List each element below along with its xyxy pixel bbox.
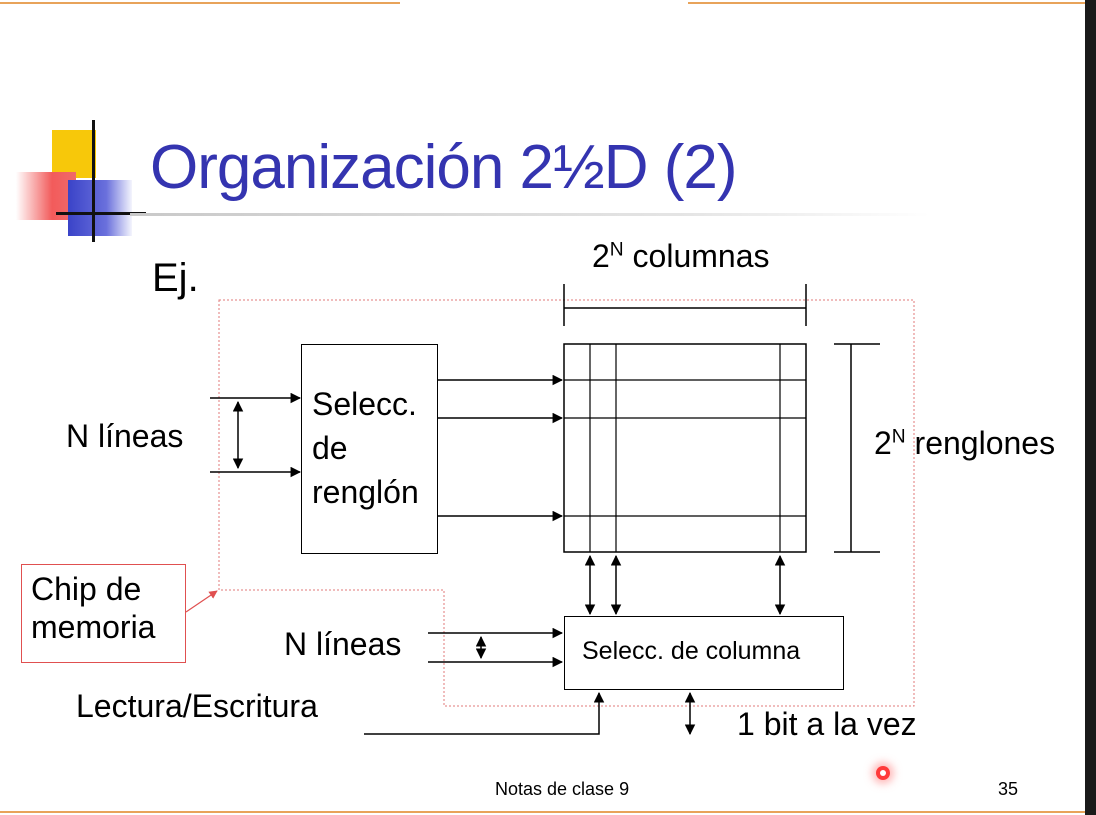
bottom-frame-line <box>0 811 1086 813</box>
rows-word: renglones <box>914 425 1056 461</box>
read-write-label: Lectura/Escritura <box>76 688 318 724</box>
chip-label-line-2: memoria <box>31 609 156 645</box>
top-frame-line-right <box>688 2 1086 4</box>
row-selector-line-1: Selecc. <box>312 386 417 422</box>
title-decoration-horizontal-line <box>56 212 146 215</box>
column-selector-label: Selecc. de columna <box>582 637 801 665</box>
slide-title: Organización 2½D (2) <box>150 133 737 202</box>
row-selector-line-2: de <box>312 430 348 466</box>
column-selector-box <box>564 616 844 690</box>
footer-notes: Notas de clase 9 <box>495 779 630 799</box>
chip-label-box <box>21 564 186 663</box>
window-edge <box>1085 0 1096 815</box>
row-selector-label: Selecc. de renglón <box>312 382 419 514</box>
columns-label: 2N columnas <box>592 238 770 275</box>
title-decoration-vertical-line <box>92 120 95 242</box>
one-bit-label: 1 bit a la vez <box>737 706 917 742</box>
rows-exponent: N <box>891 426 906 448</box>
page-number: 35 <box>998 779 1019 799</box>
chip-label: Chip de memoria <box>31 570 155 646</box>
columns-word: columnas <box>632 238 770 274</box>
rows-power: 2 <box>874 425 892 461</box>
chip-label-line-1: Chip de <box>31 571 142 607</box>
title-decoration-blue <box>68 180 132 236</box>
columns-exponent: N <box>609 239 624 261</box>
pointer-cursor-icon <box>876 766 890 780</box>
row-selector-box <box>301 344 438 554</box>
rows-label: 2N renglones <box>874 425 1055 462</box>
title-underline <box>130 213 930 216</box>
row-selector-line-3: renglón <box>312 474 419 510</box>
title-decoration-yellow <box>52 130 96 178</box>
example-label: Ej. <box>152 256 199 300</box>
n-lines-left-label: N líneas <box>66 418 184 454</box>
columns-power: 2 <box>592 238 610 274</box>
top-frame-line-left <box>0 2 400 4</box>
n-lines-bottom-label: N líneas <box>284 626 402 662</box>
